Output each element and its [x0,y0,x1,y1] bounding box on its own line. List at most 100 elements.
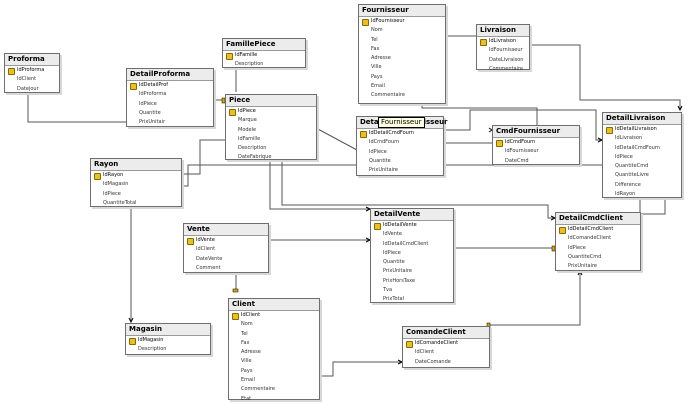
table-field[interactable]: Etat [241,395,252,402]
table-field[interactable]: Quantite [139,109,161,116]
table-field[interactable]: IdPiece [139,100,157,107]
table-field[interactable]: Email [241,377,255,384]
table-field[interactable]: Ville [371,64,382,71]
table-field[interactable]: PrixUnitaire [568,263,597,270]
primary-key-field[interactable]: IdFamille [223,51,305,61]
table-field[interactable]: Adresse [241,349,261,356]
table-field[interactable]: PrixUnitaire [383,268,412,275]
table-field[interactable]: QuantiteCmd [615,163,649,170]
table-field[interactable]: IdFournisseur [489,47,523,54]
table-field[interactable]: IdClient [415,349,435,356]
table-field[interactable]: IdPiece [615,153,633,160]
table-field[interactable]: PrixUnitaire [369,167,398,174]
table-field[interactable]: Pays [241,367,253,374]
table-field[interactable]: DateVente [196,255,223,262]
primary-key-field[interactable]: IdDetailLivraison [603,125,681,135]
table-field[interactable]: Tva [383,287,393,294]
table-field[interactable]: DateLivraison [489,56,524,63]
table-field[interactable]: QuantiteLivre [615,172,649,179]
primary-key-field[interactable]: IdComandeClient [403,339,489,349]
table-field[interactable]: Commentaire [489,65,523,72]
table-field[interactable]: Email [371,83,385,90]
primary-key-field[interactable]: IdDetailCmdClient [556,225,640,235]
table-field[interactable]: Quantite [369,157,391,164]
table-field[interactable]: Difference [615,181,641,188]
table-field[interactable]: Description [238,145,267,152]
table-field[interactable]: DateCmd [505,157,529,164]
table-field[interactable]: IdVente [383,231,402,238]
primary-key-field[interactable]: IdDetailVente [371,221,453,231]
primary-key-field[interactable]: IdDetailCmdFourn [357,129,443,139]
table-field[interactable]: IdPiece [383,249,401,256]
table-field[interactable]: IdDetailCmdClient [383,240,429,247]
table-field[interactable]: Pays [371,73,383,80]
table-field[interactable]: IdComandeClient [568,235,612,242]
primary-key-field[interactable]: IdPiece [226,107,316,117]
table-field[interactable]: PrixHorsTaxe [383,277,415,284]
table-field[interactable]: Commentaire [241,386,275,393]
table-field[interactable]: Adresse [371,55,391,62]
primary-key-field[interactable]: IdDetailProf [127,81,213,91]
table-field[interactable]: IdProforma [139,91,167,98]
table-field[interactable]: QuantiteTotal [103,199,137,206]
table-field[interactable]: Marque [238,117,257,124]
table-field[interactable]: IdPiece [369,148,387,155]
table-field[interactable]: Commentaire [371,92,405,99]
primary-key-field[interactable]: IdRayon [91,171,181,181]
primary-key-field[interactable]: IdFournisseur [359,17,445,27]
primary-key-field[interactable]: IdCmdFourn [493,138,579,148]
table-field[interactable]: Description [235,61,264,68]
table-field[interactable]: IdLivraison [615,135,643,142]
table-field[interactable]: Tel [241,330,248,337]
table-field[interactable]: DateComande [415,358,451,365]
table-field[interactable]: IdFournisseur [505,148,539,155]
table-field[interactable]: Tel [371,36,378,43]
table-field[interactable]: IdPiece [568,244,586,251]
table-field[interactable]: IdClient [196,246,216,253]
table-field[interactable]: Quantite [383,259,405,266]
table-field[interactable]: Datejour [17,85,39,92]
table-field[interactable]: QuantiteCmd [568,253,602,260]
table-field[interactable]: Fax [371,45,380,52]
primary-key-field[interactable]: IdClient [229,311,319,321]
table-field[interactable]: Fax [241,339,250,346]
table-field[interactable]: IdRayon [615,191,636,198]
primary-key-field[interactable]: IdMagasin [126,336,210,346]
table-field[interactable]: Nom [371,27,383,34]
table-field[interactable]: Description [138,346,167,353]
table-field[interactable]: PrixTotal [383,296,405,303]
table-field[interactable]: Modele [238,126,257,133]
table-field[interactable]: IdMagasin [103,181,129,188]
table-field[interactable]: DateFabrique [238,154,272,161]
table-field[interactable]: IdClient [17,76,37,83]
table-field[interactable]: PrixUnitair [139,119,166,126]
table-field[interactable]: IdDetailCmdFourn [615,144,660,151]
table-field[interactable]: IdCmdFourn [369,139,400,146]
table-field[interactable]: IdFamille [238,135,261,142]
table-field[interactable]: IdPiece [103,190,121,197]
table-field[interactable]: Ville [241,358,252,365]
primary-key-field[interactable]: IdVente [184,236,268,246]
table-field[interactable]: Comment [196,264,221,271]
table-title: DetailProforma [127,69,213,81]
primary-key-field[interactable]: IdLivraison [477,37,529,47]
table-field[interactable]: Nom [241,321,253,328]
primary-key-field[interactable]: IdProforma [5,66,59,76]
